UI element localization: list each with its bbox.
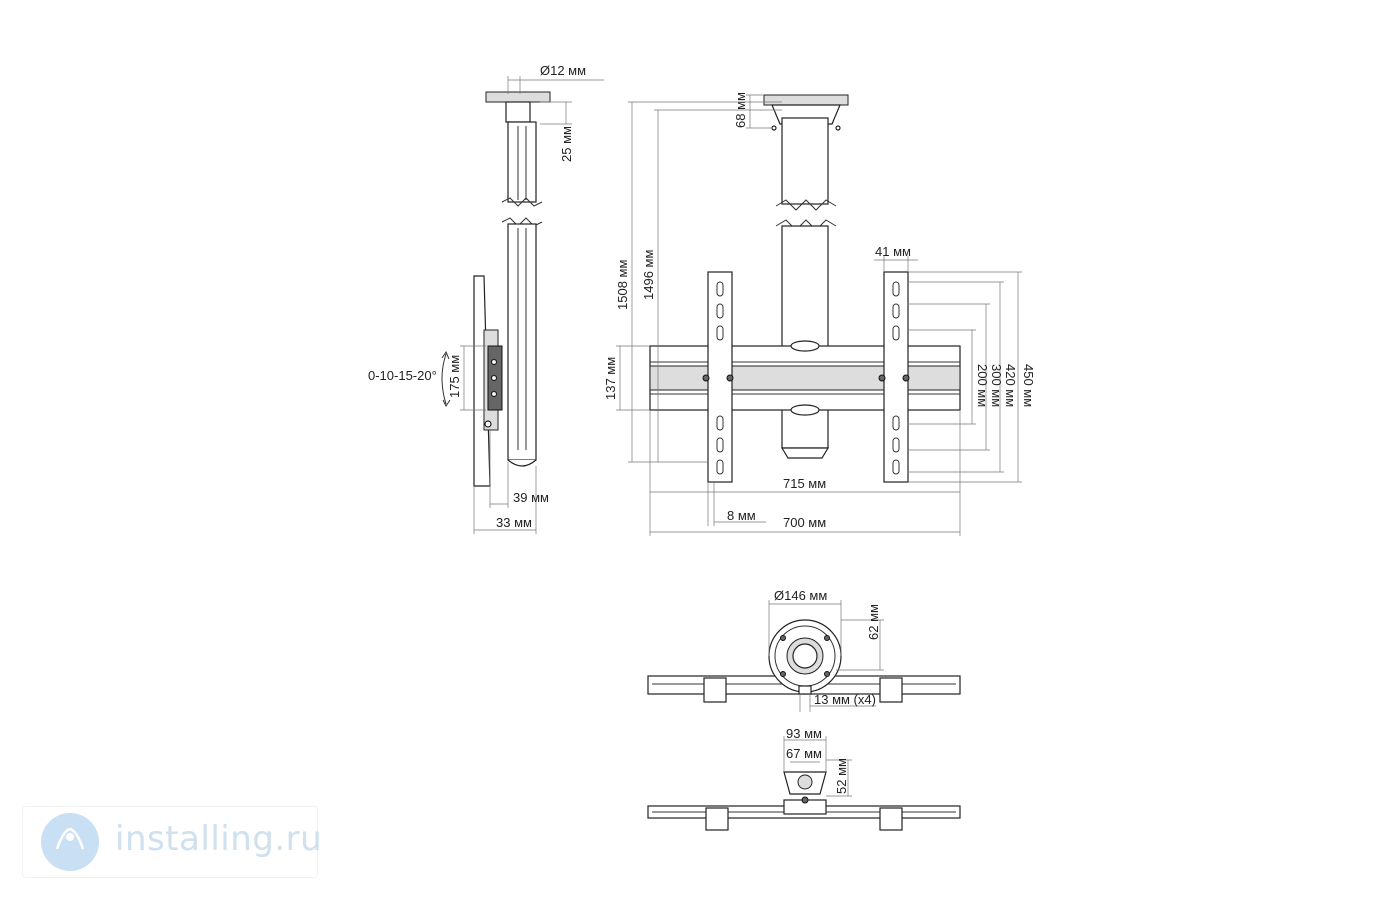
lower-pole-side: [507, 223, 537, 461]
left-clamp-top: [703, 677, 727, 703]
dim-depth-outer: 33 мм: [496, 515, 532, 530]
tilt-arc: [441, 353, 447, 405]
dim-plate-diameter: Ø146 мм: [774, 588, 827, 603]
dim-total-height-max: 1508 мм: [615, 260, 630, 310]
watermark-text: installing.ru: [115, 819, 323, 859]
top-view: Ø146 мм 62 мм 13 мм (x4): [647, 588, 961, 712]
dim-width-inner: 67 мм: [786, 746, 822, 761]
dim-rail-width: 715 мм: [783, 476, 826, 491]
right-clamp-bottom: [879, 807, 903, 831]
dim-plate-depth: 62 мм: [866, 604, 881, 640]
dim-overall-width: 700 мм: [783, 515, 826, 530]
break-mark-front-top: [775, 199, 837, 211]
bottom-view: 93 мм 67 мм 52 мм: [647, 726, 961, 831]
dim-total-height-min: 1496 мм: [641, 250, 656, 300]
dim-arm-offset: 8 мм: [727, 508, 756, 523]
dim-bracket-height: 175 мм: [447, 355, 462, 398]
dim-tilt-range: 0-10-15-20°: [368, 368, 437, 383]
dim-vesa-420: 420 мм: [1003, 364, 1018, 407]
dim-depth: 52 мм: [834, 758, 849, 794]
front-view: 68 мм 1508 мм 1496 мм 137 мм 41 мм 450 м…: [603, 92, 1036, 536]
ceiling-joint-side: [505, 101, 531, 123]
side-view: Ø12 мм 25 мм 175 мм 0-10-15-20° 39 мм 33…: [368, 63, 604, 534]
ceiling-plate-front: [763, 94, 849, 106]
ceiling-plate-side: [485, 91, 551, 103]
dim-rail-height: 137 мм: [603, 357, 618, 400]
break-mark-front-bottom: [775, 219, 837, 231]
dim-depth-inner: 39 мм: [513, 490, 549, 505]
dim-holes: 13 мм (x4): [814, 692, 876, 707]
dim-vesa-300: 300 мм: [989, 364, 1004, 407]
dim-vesa-200: 200 мм: [975, 364, 990, 407]
upper-pole-front: [781, 117, 829, 205]
dim-pipe-diameter: Ø12 мм: [540, 63, 586, 78]
dim-arm-width: 41 мм: [875, 244, 911, 259]
dim-width-outer: 93 мм: [786, 726, 822, 741]
break-mark-side-top: [501, 197, 543, 207]
watermark: installing.ru: [22, 806, 322, 878]
left-clamp-bottom: [705, 807, 729, 831]
dim-top-offset: 25 мм: [559, 126, 574, 162]
dim-vesa-450: 450 мм: [1021, 364, 1036, 407]
upper-pole-side: [507, 121, 537, 203]
pole-end-cap: [507, 459, 537, 467]
right-clamp-top: [879, 677, 903, 703]
installing-logo-icon: [41, 813, 99, 871]
